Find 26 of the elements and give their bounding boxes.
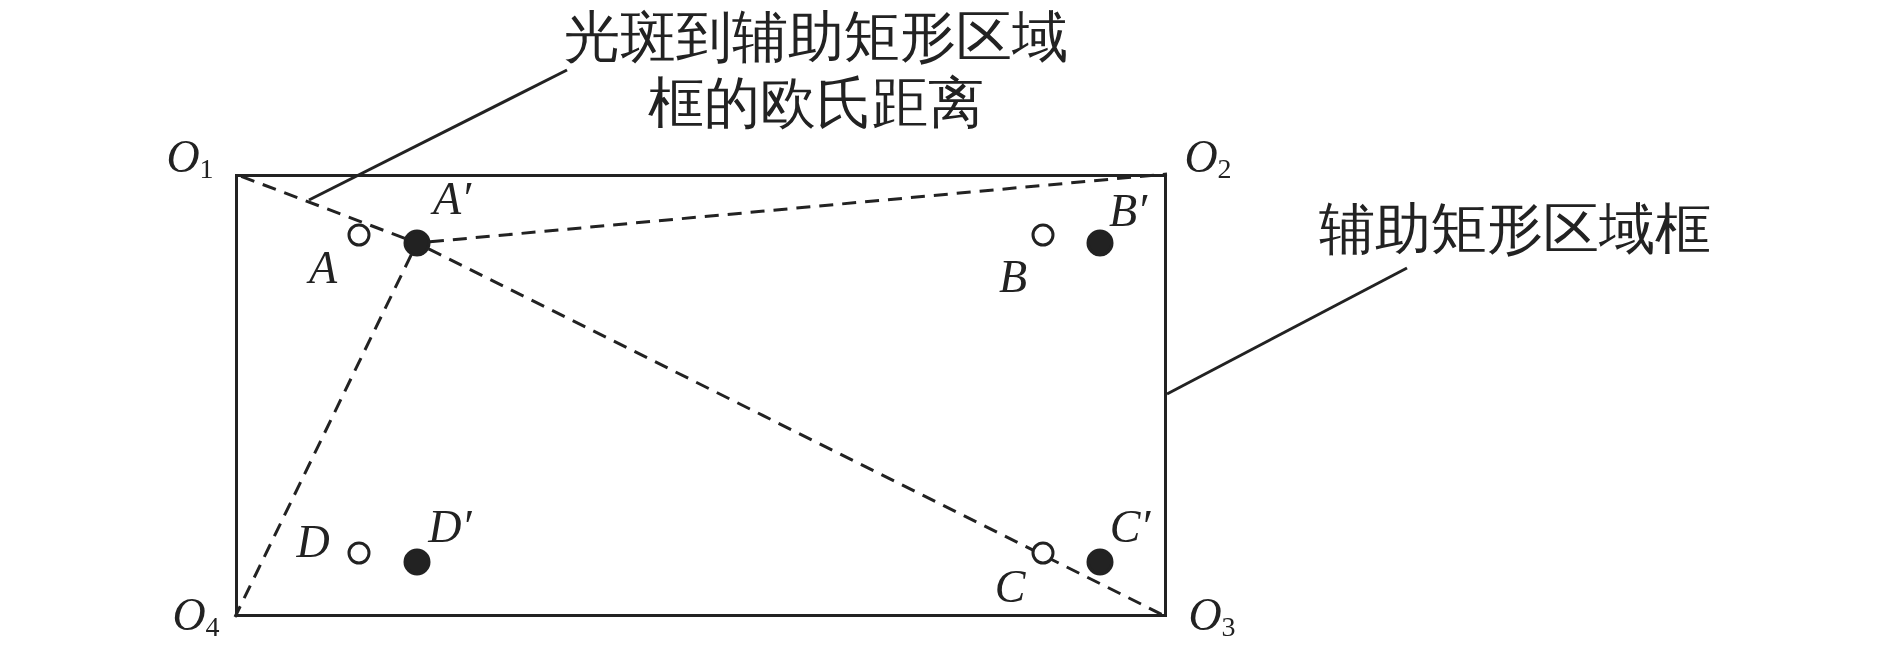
point-label: D xyxy=(296,519,330,565)
point-label: B′ xyxy=(1108,188,1148,234)
solid-point xyxy=(403,229,431,257)
corner-label: O$_{2}$ xyxy=(1184,131,1232,182)
point-label: D′ xyxy=(428,504,472,550)
callout-text: 光斑到辅助矩形区域框的欧氏距离 xyxy=(563,5,1069,136)
solid-point xyxy=(1086,548,1114,576)
corner-label: O$_{4}$ xyxy=(172,589,220,640)
leader-line xyxy=(308,68,568,202)
point-label: A′ xyxy=(432,176,472,222)
hollow-point xyxy=(347,541,371,565)
solid-point xyxy=(403,548,431,576)
hollow-point xyxy=(1031,223,1055,247)
hollow-point xyxy=(347,223,371,247)
point-label: C xyxy=(994,564,1026,610)
callout-text: 辅助矩形区域框 xyxy=(1318,197,1712,262)
solid-point xyxy=(1086,229,1114,257)
region-frame xyxy=(235,174,1167,617)
hollow-point xyxy=(1031,541,1055,565)
leader-line xyxy=(1166,266,1408,396)
point-label: A xyxy=(308,245,338,291)
distance-line xyxy=(429,172,1168,244)
point-label: B xyxy=(998,254,1028,300)
point-label: C′ xyxy=(1109,504,1151,550)
corner-label: O$_{3}$ xyxy=(1188,589,1236,640)
corner-label: O$_{1}$ xyxy=(166,131,214,182)
